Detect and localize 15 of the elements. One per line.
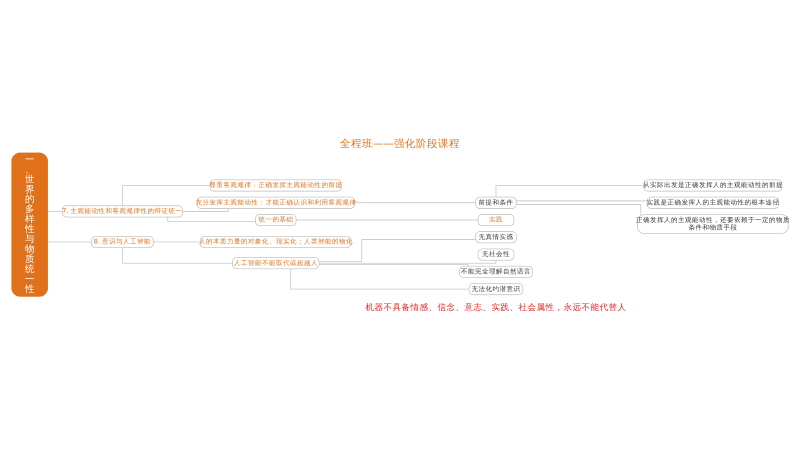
- connector: [318, 264, 468, 266]
- connector: [122, 185, 210, 206]
- node-box: 一、世界的多样性与物质统一性: [11, 152, 48, 297]
- label: 机器不具备情感、信念、意志、实践、社会属性，永远不能代替人: [365, 302, 626, 313]
- connector: [168, 216, 256, 222]
- connector: [496, 185, 644, 198]
- connector: [182, 208, 229, 212]
- connector: [47, 211, 63, 212]
- connector: [318, 239, 476, 262]
- diagram-title: 全程班——强化阶段课程: [340, 136, 460, 150]
- connector: [354, 202, 476, 204]
- connector: [290, 268, 470, 290]
- connector: [122, 247, 233, 264]
- connector: [516, 204, 642, 215]
- connector: [516, 200, 648, 202]
